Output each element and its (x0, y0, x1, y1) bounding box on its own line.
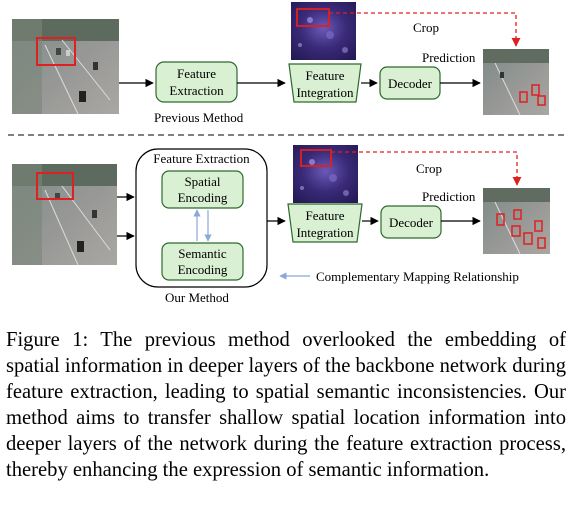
previous-input-image (12, 19, 119, 115)
previous-feature-extraction-box: Feature Extraction (155, 61, 238, 103)
our-decoder-box: Decoder (380, 205, 442, 239)
previous-heatmap (291, 2, 356, 60)
previous-extraction-label-2: Extraction (169, 83, 224, 98)
our-feature-integration-box: Feature Integration (287, 203, 363, 243)
our-decoder-label: Decoder (389, 215, 434, 230)
semantic-encoding-label-1: Semantic (178, 246, 227, 261)
previous-method-label: Previous Method (154, 110, 244, 125)
previous-decoder-label: Decoder (388, 76, 433, 91)
previous-method-panel: Feature Extraction Feature Integration D… (12, 2, 549, 125)
semantic-encoding-label-2: Encoding (178, 262, 228, 277)
our-prediction-image (483, 188, 550, 255)
our-method-panel: Feature Extraction Spatial Encoding Sema… (12, 145, 550, 305)
previous-extraction-label-1: Feature (177, 66, 216, 81)
our-method-label: Our Method (165, 290, 229, 305)
our-crop-label: Crop (416, 161, 442, 176)
previous-crop-label: Crop (413, 20, 439, 35)
legend-label: Complementary Mapping Relationship (316, 269, 519, 284)
semantic-encoding-box: Semantic Encoding (161, 242, 244, 281)
spatial-encoding-label-2: Encoding (178, 190, 228, 205)
our-extraction-title: Feature Extraction (153, 151, 250, 166)
our-crop-arrow (331, 151, 522, 186)
our-prediction-label: Prediction (422, 189, 476, 204)
spatial-encoding-box: Spatial Encoding (161, 170, 244, 209)
our-integration-label-1: Feature (306, 208, 345, 223)
previous-feature-integration-box: Feature Integration (288, 63, 362, 103)
spatial-encoding-label-1: Spatial (184, 174, 220, 189)
our-integration-label-2: Integration (296, 225, 354, 240)
figure-diagram: Feature Extraction Feature Integration D… (8, 2, 567, 305)
our-input-image (12, 164, 117, 266)
previous-integration-label-1: Feature (306, 68, 345, 83)
previous-integration-label-2: Integration (296, 85, 354, 100)
figure-caption: Figure 1: The previous method overlooked… (6, 329, 566, 481)
our-heatmap (293, 145, 358, 203)
previous-decoder-box: Decoder (379, 66, 441, 100)
previous-prediction-image (483, 49, 549, 116)
previous-prediction-label: Prediction (422, 50, 476, 65)
